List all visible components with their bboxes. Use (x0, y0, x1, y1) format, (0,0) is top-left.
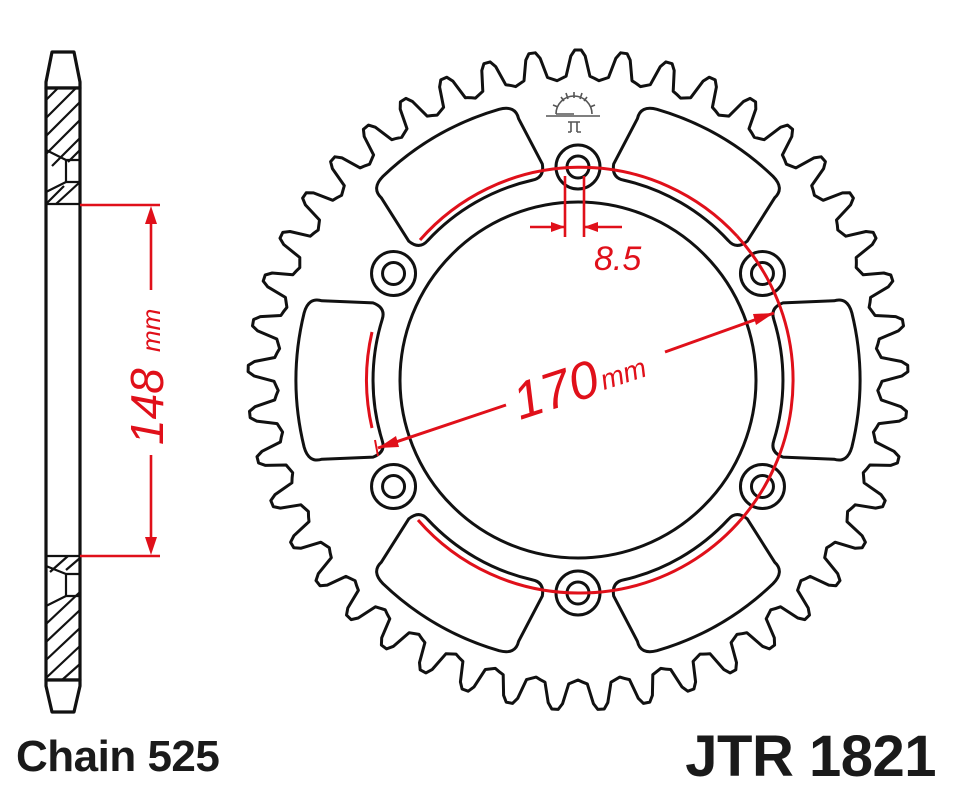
lightening-slot (611, 106, 781, 247)
hatch-top (45, 87, 81, 206)
chain-size-label: Chain 525 (16, 732, 220, 781)
pcd-unit: mm (596, 352, 650, 396)
hub-diameter-dimension (80, 203, 160, 558)
side-profile-view (44, 50, 82, 714)
gear-teeth-outline (246, 48, 910, 711)
hub-diameter-unit: mm (136, 309, 166, 352)
manufacturer-logo-icon (546, 92, 600, 133)
lightening-slot (771, 298, 862, 462)
bolt-hole-dimension (530, 176, 622, 237)
bolt-hole-value: 8.5 (594, 240, 641, 278)
center-bore (398, 200, 758, 560)
lightening-slot (375, 106, 545, 247)
lightening-slot (611, 513, 781, 654)
pcd-dimension-line (374, 311, 775, 457)
bolt-hole (370, 463, 418, 510)
lightening-slot (375, 513, 545, 654)
lightening-slot (294, 298, 385, 462)
bolt-hole (738, 463, 786, 510)
sprocket-front-view: 170 mm 8.5 (246, 48, 910, 711)
bolt-hole (738, 250, 786, 297)
hatch-bottom (45, 554, 81, 681)
part-number-label: JTR 1821 (685, 724, 936, 789)
hub-diameter-value: 148 (121, 368, 173, 445)
pcd-circle (365, 165, 795, 595)
bolt-hole (370, 250, 418, 297)
pcd-value: 170 (506, 349, 607, 431)
lightening-slots (294, 106, 862, 654)
